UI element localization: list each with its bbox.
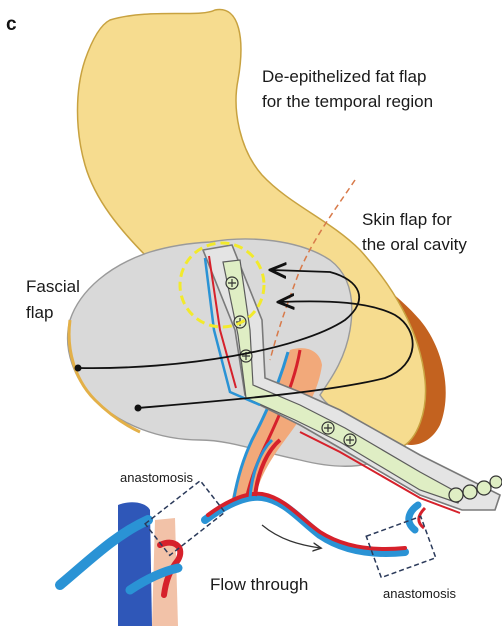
panel-label: c bbox=[6, 14, 17, 35]
anastomosis-label-left: anastomosis bbox=[120, 470, 193, 485]
flow-through-label: Flow through bbox=[210, 575, 308, 594]
right-vessel bbox=[409, 505, 418, 530]
flow-through-vein bbox=[205, 497, 405, 553]
fascial-flap-label-line2: flap bbox=[26, 303, 53, 322]
fascial-flap-label-line1: Fascial bbox=[26, 277, 80, 296]
skin-flap-label-line2: the oral cavity bbox=[362, 235, 467, 254]
pointer-dot-2 bbox=[135, 405, 142, 412]
skin-flap-label-line1: Skin flap for bbox=[362, 210, 452, 229]
fat-flap-label-line1: De-epithelized fat flap bbox=[262, 67, 426, 86]
anastomosis-label-right: anastomosis bbox=[383, 586, 456, 601]
pointer-dot-1 bbox=[75, 365, 82, 372]
fat-flap-label-line2: for the temporal region bbox=[262, 92, 433, 111]
